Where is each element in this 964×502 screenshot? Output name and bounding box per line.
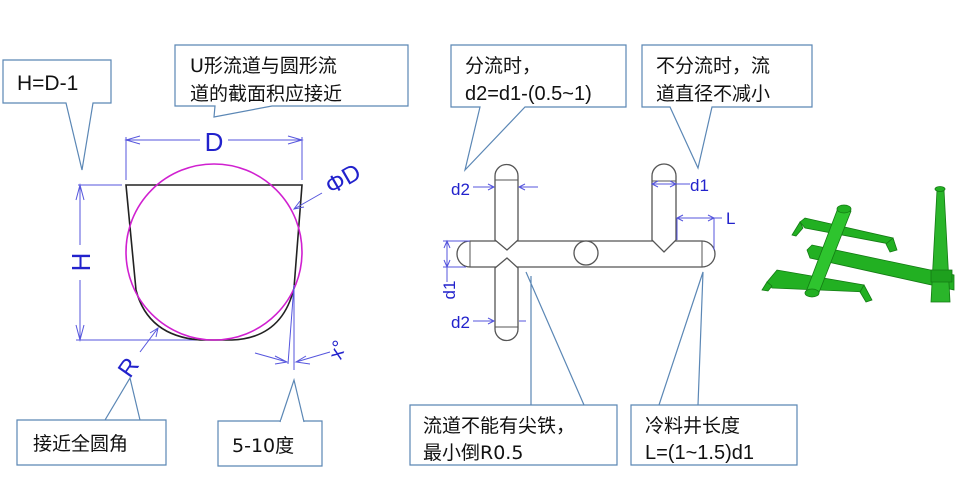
callout-h-formula: H=D-1 <box>2 59 112 171</box>
callout-sharp-edge: 流道不能有尖铁， 最小倒R0.5 <box>409 271 618 466</box>
dimension-r: R <box>113 326 159 383</box>
callout-full-round: 接近全圆角 <box>16 376 167 466</box>
split-text-1: 分流时， <box>465 55 541 77</box>
h-formula-text: H=D-1 <box>17 72 78 95</box>
split-text-2: d2=d1-(0.5~1) <box>465 83 592 105</box>
d2-bottom-label: d2 <box>451 313 470 332</box>
callout-no-split: 不分流时，流 道直径不减小 <box>641 44 813 170</box>
cold-well-text-2: L=(1~1.5)d1 <box>645 442 754 464</box>
cold-well-text-1: 冷料井长度 <box>645 415 740 437</box>
callout-split: 分流时， d2=d1-(0.5~1) <box>450 44 627 173</box>
u-shape-text-1: U形流道与圆形流 <box>190 55 337 77</box>
d1-right-label: d1 <box>690 176 709 195</box>
l-label: L <box>726 209 735 228</box>
no-split-text-1: 不分流时，流 <box>656 55 770 77</box>
d2-top-label: d2 <box>451 180 470 199</box>
phid-label: ΦD <box>321 159 366 201</box>
u-shape-text-2: 道的截面积应接近 <box>190 83 342 105</box>
callout-angle: 5-10度 <box>217 377 323 467</box>
runner-3d-model <box>761 186 955 303</box>
u-runner-profile <box>125 184 303 341</box>
d-label: D <box>205 127 224 157</box>
runner-layout <box>456 163 716 342</box>
equivalent-circle <box>125 163 303 341</box>
runner-dimensions: d2 d2 d1 d1 L <box>440 176 735 332</box>
callout-u-shape: U形流道与圆形流 道的截面积应接近 <box>174 44 409 118</box>
no-split-text-2: 道直径不减小 <box>656 83 770 105</box>
d1-side-label: d1 <box>440 281 459 300</box>
sharp-edge-text-2: 最小倒R0.5 <box>423 442 523 464</box>
dimension-h: H <box>66 183 200 342</box>
callout-cold-well: 冷料井长度 L=(1~1.5)d1 <box>630 271 798 466</box>
x-degree-label: x° <box>325 338 352 362</box>
dimension-d: D <box>124 127 304 180</box>
h-label: H <box>66 253 96 272</box>
angle-text: 5-10度 <box>232 435 294 457</box>
sharp-edge-text-1: 流道不能有尖铁， <box>423 415 575 437</box>
r-label: R <box>113 353 145 383</box>
dimension-phid: ΦD <box>292 159 366 210</box>
full-round-text: 接近全圆角 <box>33 433 128 455</box>
